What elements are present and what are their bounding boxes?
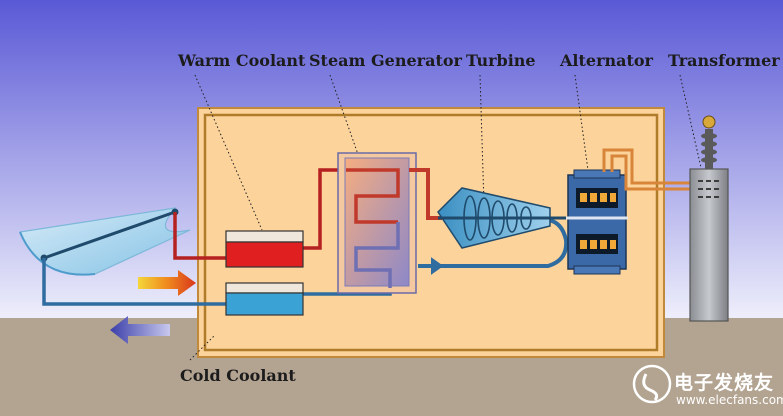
steam-coil-warm xyxy=(346,168,400,224)
warm-coolant-leader xyxy=(194,74,263,231)
transformer xyxy=(689,115,729,322)
steam-generator-leader xyxy=(329,74,361,161)
trough-mirror-front xyxy=(19,231,96,276)
watermark-url: www.elecfans.com xyxy=(676,393,783,407)
label-leader-lines xyxy=(189,74,703,361)
warm-coolant-pipe xyxy=(173,168,346,260)
warm-flow-arrow xyxy=(138,270,196,296)
label-turbine: Turbine xyxy=(466,51,536,70)
alternator-leader xyxy=(574,74,591,186)
label-transformer: Transformer xyxy=(668,51,780,70)
condensate-return xyxy=(418,218,569,268)
warm-coolant-tank xyxy=(225,230,304,268)
label-steam-generator: Steam Generator xyxy=(309,51,462,70)
label-warm-coolant: Warm Coolant xyxy=(178,51,306,70)
watermark-logo xyxy=(632,364,672,404)
steam-line xyxy=(409,168,569,275)
turbine-leader xyxy=(479,74,485,206)
power-line xyxy=(602,148,692,191)
alternator xyxy=(566,169,628,275)
cold-coolant-leader xyxy=(189,334,216,361)
turbine xyxy=(437,187,575,249)
label-cold-coolant: Cold Coolant xyxy=(180,366,296,385)
transformer-leader xyxy=(679,74,703,173)
cold-flow-arrow xyxy=(110,316,170,344)
steam-coil-cold xyxy=(354,222,400,288)
receiver-tube xyxy=(43,210,176,260)
plant-enclosure-inner-border xyxy=(203,113,659,352)
label-alternator: Alternator xyxy=(560,51,653,70)
transformer-insulator xyxy=(701,129,717,169)
steam-generator xyxy=(337,152,417,294)
cold-coolant-tank xyxy=(225,282,304,316)
condensate-return-arrow xyxy=(431,257,444,275)
watermark-brand: 电子发烧友 xyxy=(674,372,775,394)
